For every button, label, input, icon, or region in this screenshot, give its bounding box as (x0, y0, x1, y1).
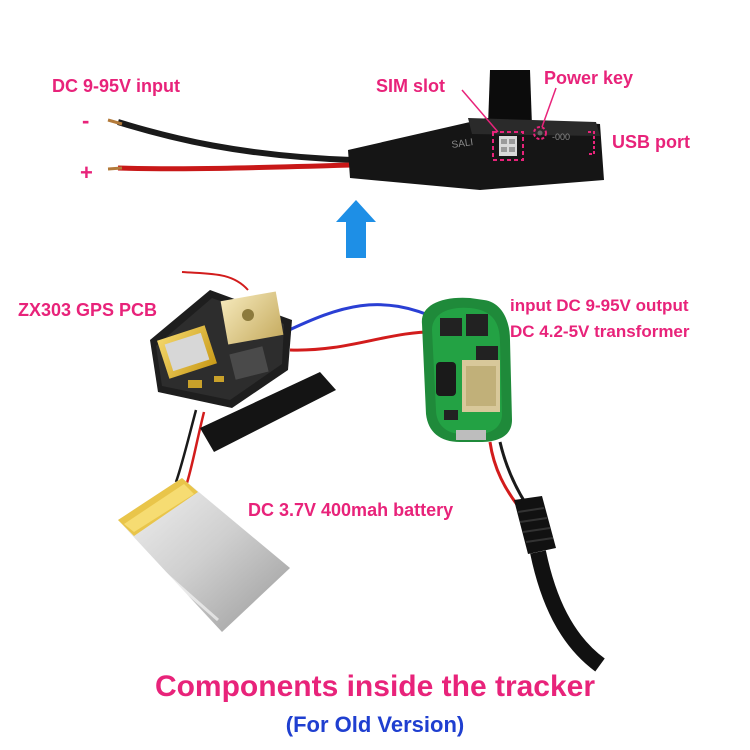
dc-input-label: DC 9-95V input (52, 76, 181, 96)
gps-red-wire (289, 330, 441, 352)
tracker-device-top-strap (488, 70, 532, 126)
gps-red-antenna-wire (181, 271, 249, 291)
power-key-highlight (533, 126, 547, 140)
sim-callout-line (461, 89, 499, 133)
dc-connector (514, 496, 556, 554)
black-input-wire (117, 119, 353, 163)
minus-sign: - (82, 108, 90, 133)
battery-wire-black (174, 409, 198, 483)
sim-slot-label: SIM slot (376, 76, 446, 96)
tracker-device-body (348, 118, 604, 190)
battery (118, 478, 290, 632)
wire-tip-red (107, 166, 123, 171)
transformer-label-line1: input DC 9-95V output (510, 296, 689, 315)
gps-pcb-label: ZX303 GPS PCB (18, 300, 158, 320)
plus-sign: + (80, 160, 93, 185)
dc-connector-ribs (517, 507, 554, 543)
black-tape (200, 372, 336, 452)
sim-slot-highlight (492, 131, 524, 161)
red-input-wire (117, 162, 353, 172)
device-engraving: SALI (451, 137, 474, 151)
power-key-label: Power key (544, 68, 634, 88)
usb-port-label: USB port (612, 132, 690, 152)
battery-wire-red (184, 411, 206, 487)
device-engraving-2: -000 (552, 132, 570, 142)
power-callout-line (541, 87, 557, 128)
main-title: Components inside the tracker (154, 670, 596, 703)
transformer-pcb (421, 297, 512, 442)
subtitle: (For Old Version) (285, 712, 465, 737)
usb-port-highlight (588, 131, 595, 155)
battery-label: DC 3.7V 400mah battery (248, 500, 454, 520)
transformer-label-line2: DC 4.2-5V transformer (510, 322, 690, 341)
transformer-out-black (498, 441, 528, 505)
dc-cable (530, 550, 605, 672)
gps-blue-wire (284, 303, 441, 334)
gps-pcb (150, 290, 292, 408)
up-arrow (336, 200, 376, 258)
wire-tip-black (107, 118, 123, 126)
power-key (537, 130, 543, 136)
